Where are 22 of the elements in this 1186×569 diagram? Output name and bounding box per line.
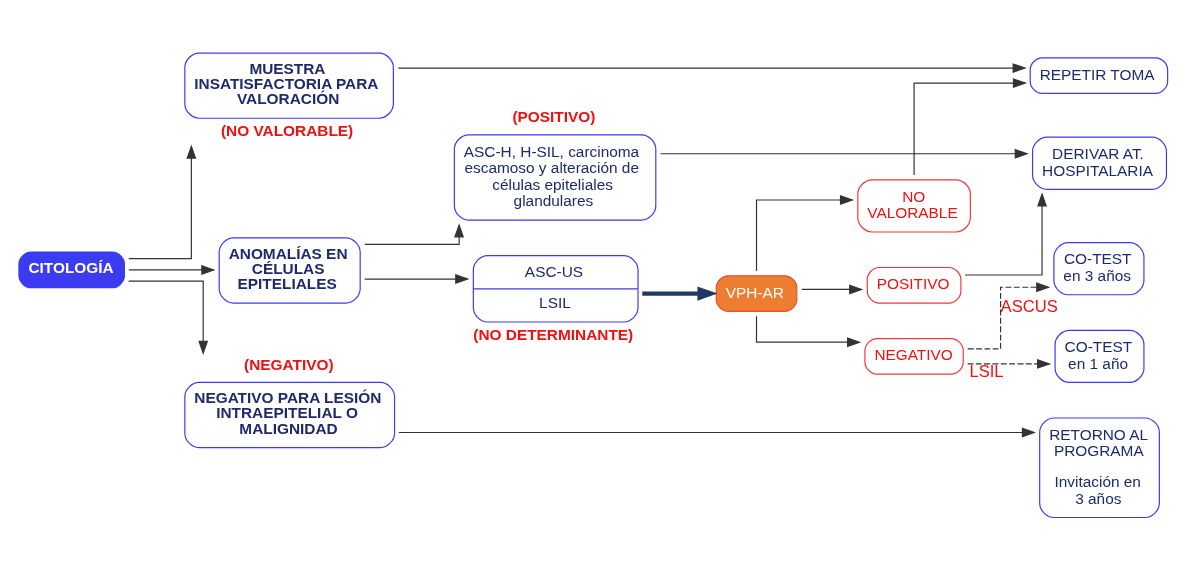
arrow bbox=[967, 281, 1051, 349]
arrow bbox=[913, 77, 1028, 175]
arrow bbox=[364, 222, 465, 245]
arrow bbox=[128, 264, 216, 275]
arrow bbox=[128, 144, 197, 259]
arrow bbox=[755, 315, 862, 347]
arrow bbox=[397, 62, 1027, 73]
arrow bbox=[964, 191, 1048, 276]
arrow bbox=[398, 427, 1037, 437]
node-label: (NO VALORABLE) bbox=[220, 121, 354, 139]
arrow bbox=[364, 273, 470, 284]
arrow bbox=[660, 148, 1029, 159]
arrow bbox=[967, 358, 1052, 369]
arrow bbox=[642, 286, 718, 301]
arrow bbox=[128, 280, 209, 355]
edge-label: LSIL bbox=[969, 361, 1004, 381]
arrow bbox=[755, 194, 855, 272]
arrow bbox=[801, 283, 864, 294]
node-label: (POSITIVO) bbox=[512, 107, 596, 125]
node-label: (NO DETERMINANTE) bbox=[473, 325, 634, 343]
edge-label: ASCUS bbox=[1000, 296, 1058, 316]
node-label: (NEGATIVO) bbox=[244, 355, 334, 373]
